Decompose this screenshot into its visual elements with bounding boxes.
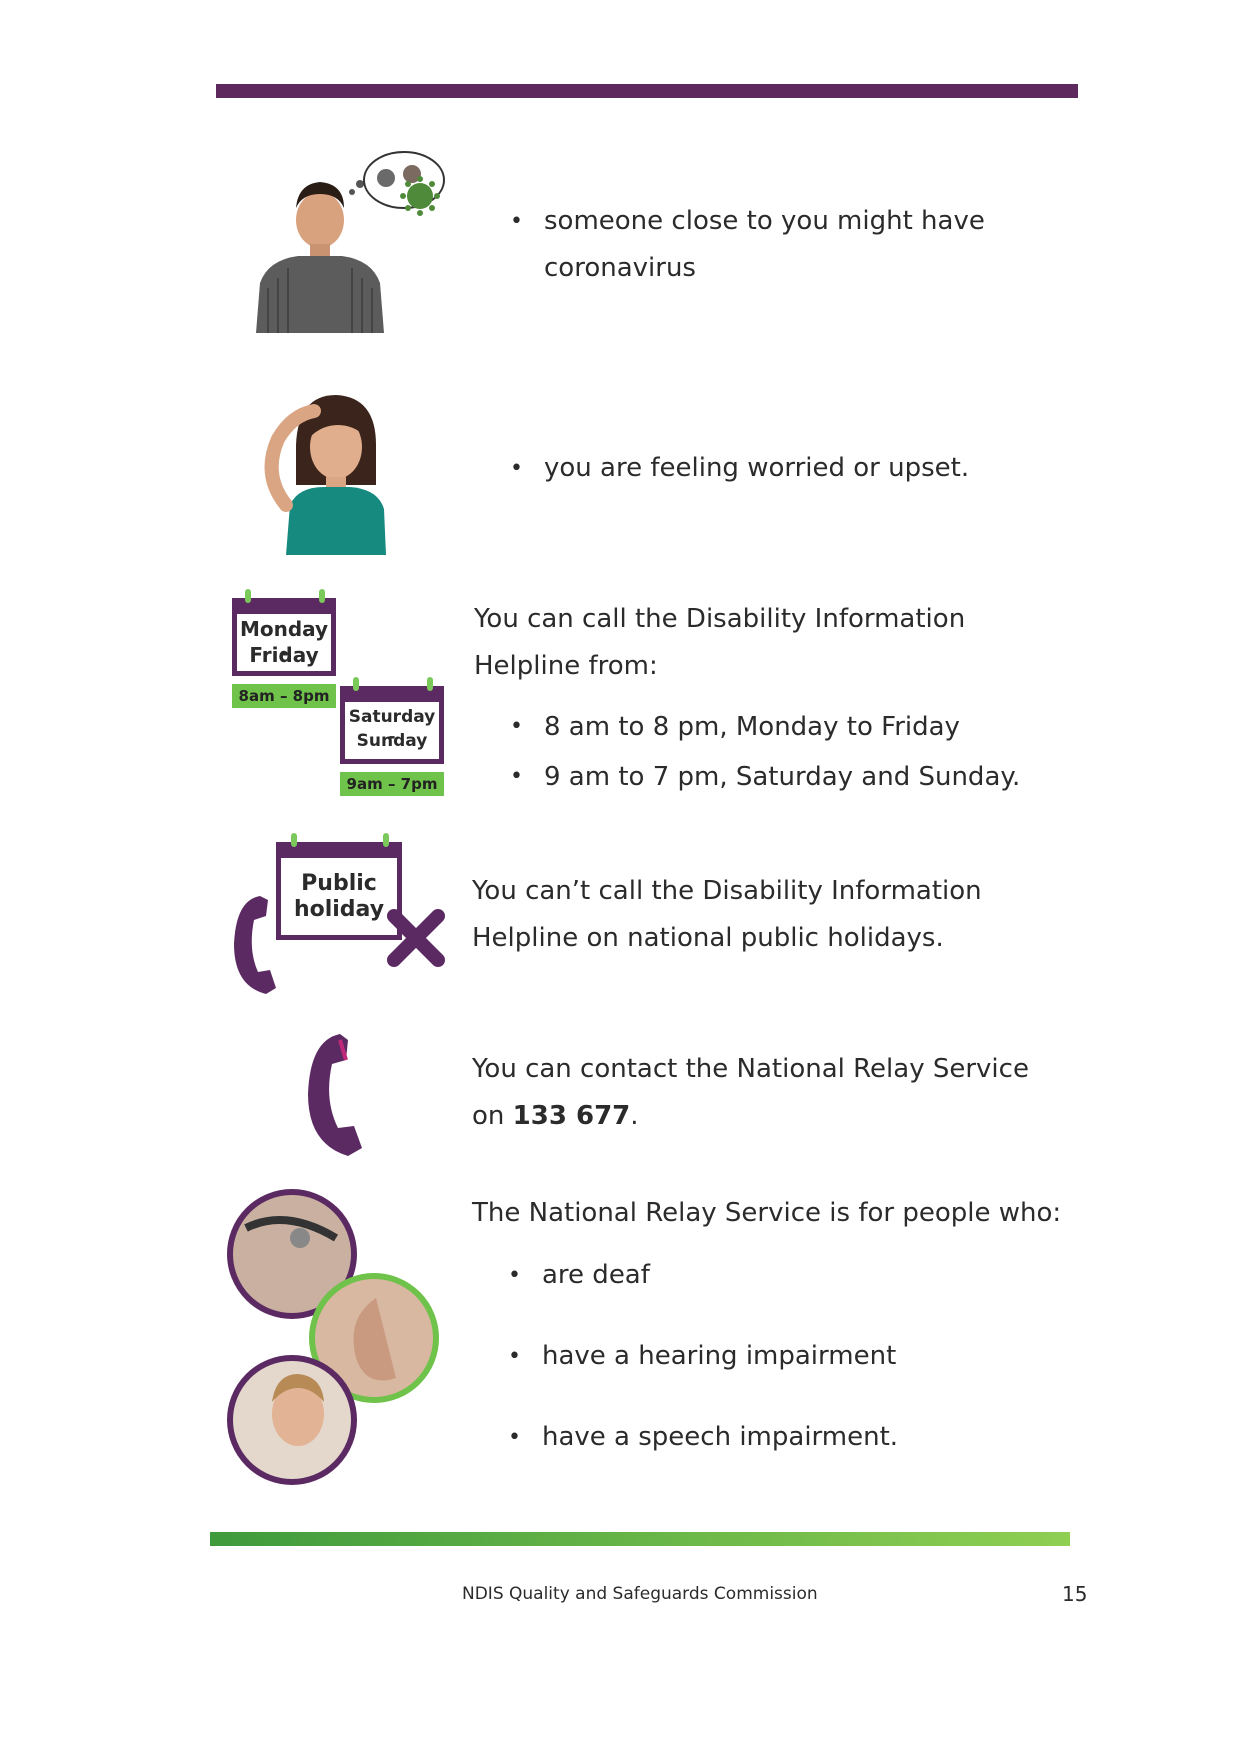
calendar-label: Public <box>301 871 377 896</box>
calendar-label: Friday <box>249 643 319 667</box>
relay-text: You can contact the National Relay Servi… <box>472 1054 1029 1131</box>
relay-service-intro: The National Relay Service is for people… <box>472 1198 1062 1228</box>
helpline-intro: You can call the Disability Information … <box>474 604 966 681</box>
cross-icon <box>387 909 445 967</box>
phone-handset-icon <box>308 1034 362 1156</box>
list-item: are deaf <box>508 1252 1068 1299</box>
list-item: someone close to you might have coronavi… <box>510 198 1010 292</box>
list-item: 8 am to 8 pm, Monday to Friday <box>510 702 1070 752</box>
section2-bullet-list: you are feeling worried or upset. <box>510 445 1010 492</box>
relay-service-contact: You can contact the National Relay Servi… <box>472 1046 1032 1140</box>
weekday-calendar-icon: Monday - Friday <box>232 589 336 676</box>
relay-phone-number: 133 677 <box>512 1101 631 1131</box>
calendar-label: holiday <box>293 897 385 922</box>
list-item: you are feeling worried or upset. <box>510 445 1010 492</box>
relay-text-end: . <box>630 1101 639 1131</box>
list-item: 9 am to 7 pm, Saturday and Sunday. <box>510 752 1070 802</box>
section1-bullet-list: someone close to you might have coronavi… <box>510 198 1010 292</box>
calendar-label: Monday - <box>239 617 329 665</box>
public-holiday-note: You can’t call the Disability Informatio… <box>472 876 982 953</box>
page-number: 15 <box>1062 1582 1088 1606</box>
helpline-hours-list: 8 am to 8 pm, Monday to Friday 9 am to 7… <box>510 702 1070 802</box>
weekend-hours-tag: 9am – 7pm <box>340 772 444 796</box>
footer-divider <box>210 1532 1070 1546</box>
worried-woman-illustration <box>264 395 386 555</box>
hearing-impairment-photos <box>227 1189 439 1485</box>
calendar-label: Saturday - <box>348 707 436 747</box>
header-divider <box>216 84 1078 98</box>
public-holiday-calendar-icon: Public holiday <box>276 833 402 940</box>
weekend-calendar-icon: Saturday - Sunday <box>340 677 444 764</box>
relay-service-list: are deaf have a hearing impairment have … <box>508 1252 1068 1461</box>
calendar-label: Sunday <box>356 731 428 751</box>
list-item: have a speech impairment. <box>508 1414 1068 1461</box>
list-item: have a hearing impairment <box>508 1333 1068 1380</box>
worried-man-illustration <box>256 151 445 333</box>
phone-handset-icon <box>234 896 276 994</box>
weekday-hours-tag: 8am – 8pm <box>232 684 336 708</box>
footer-org: NDIS Quality and Safeguards Commission <box>462 1584 818 1604</box>
